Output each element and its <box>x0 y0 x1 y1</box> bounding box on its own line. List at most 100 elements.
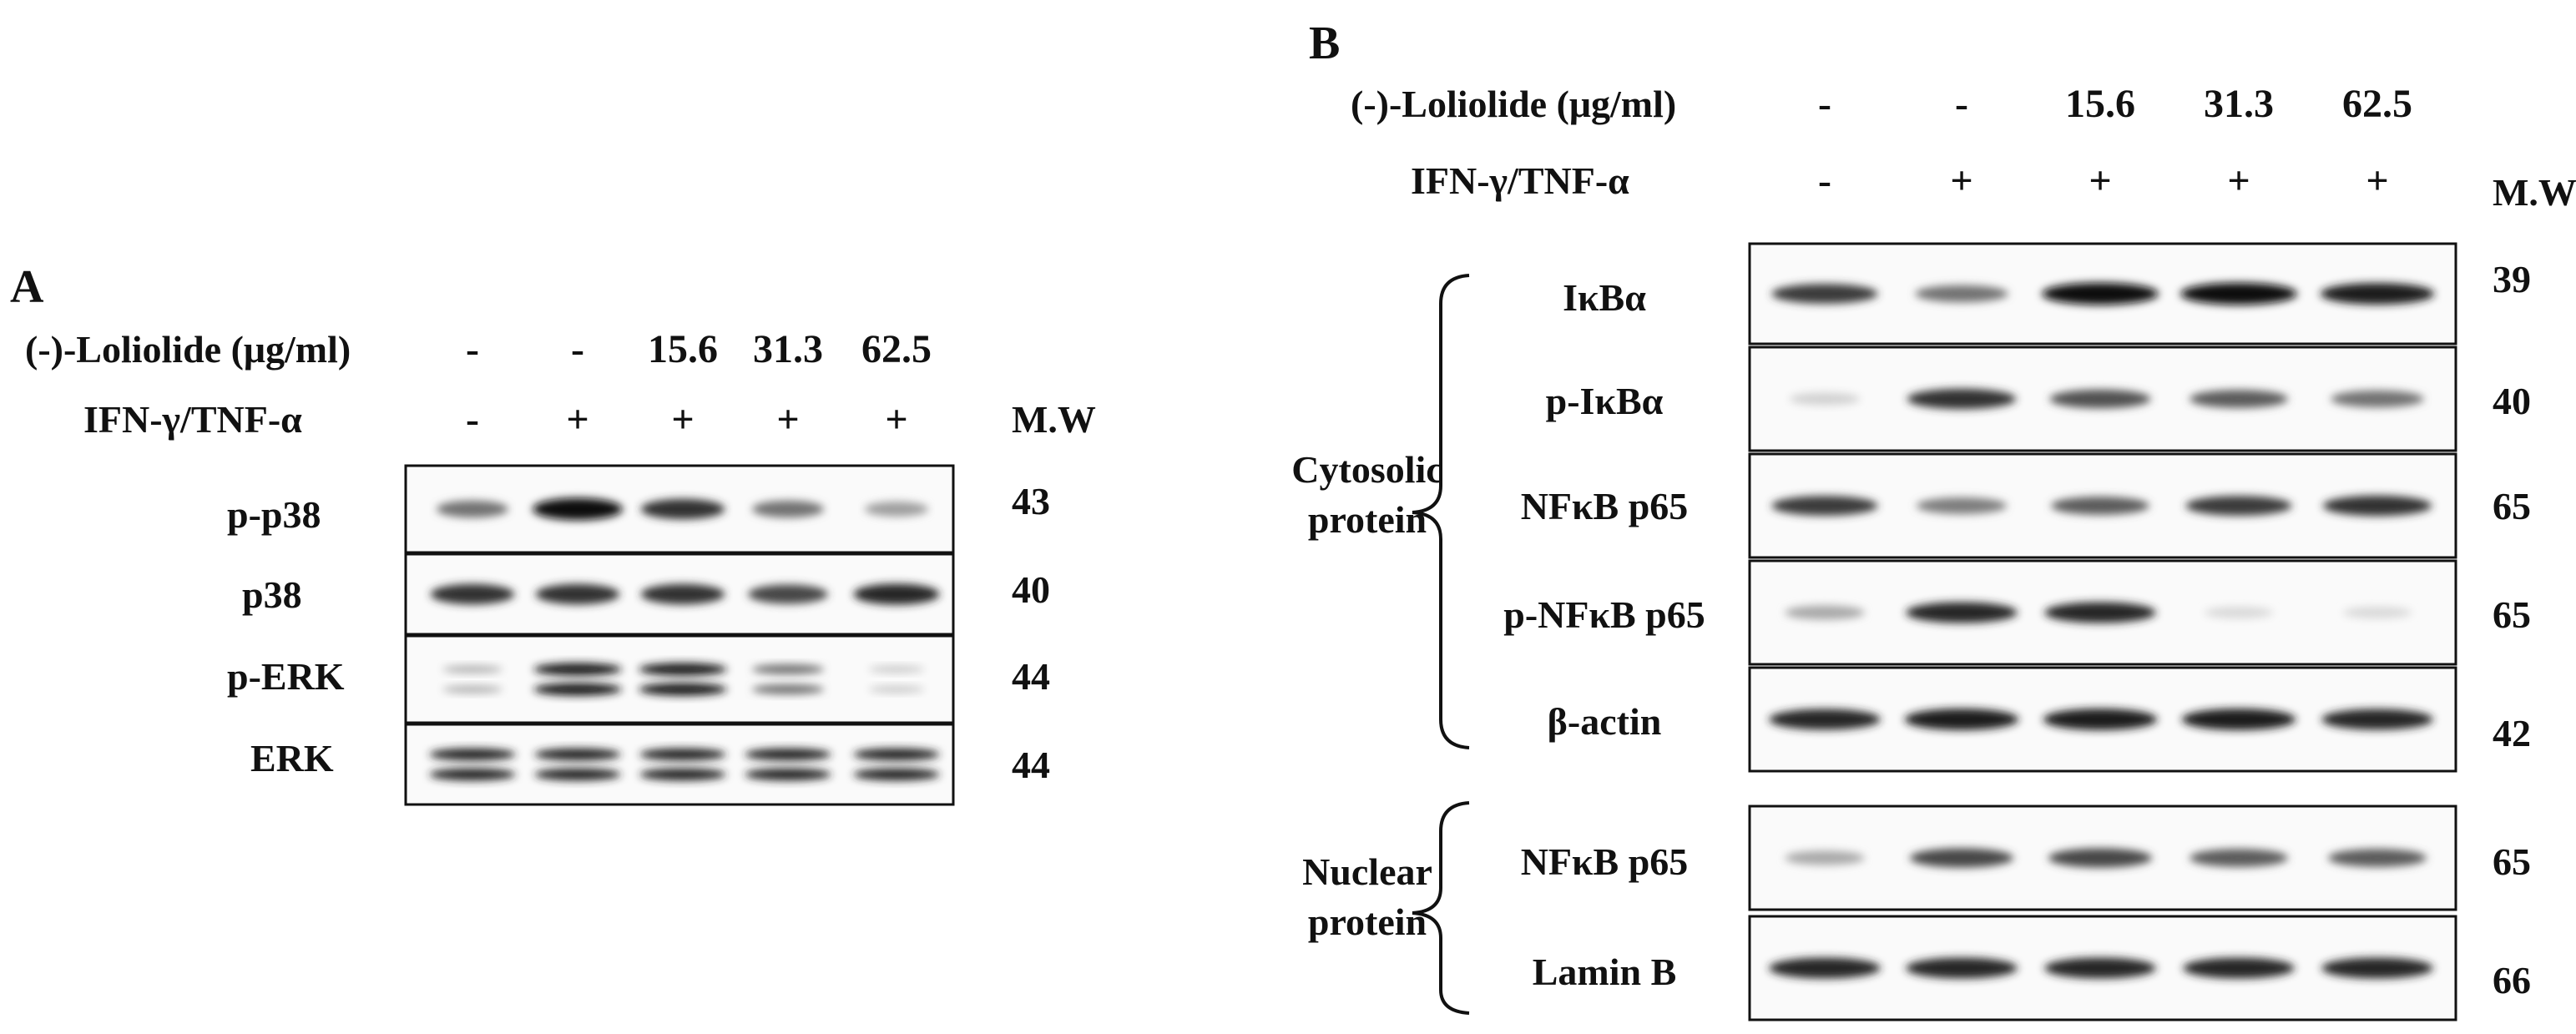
blot-band <box>1785 850 1865 865</box>
blot-band <box>534 748 621 761</box>
blot-band <box>745 748 831 761</box>
blot-label: NFκB p65 <box>1521 840 1689 883</box>
blot-band <box>1906 957 2018 979</box>
blot-band <box>533 663 622 676</box>
blot-lanes <box>429 748 940 781</box>
blot-label: p-p38 <box>227 493 321 536</box>
panel-b-stimulus-sign: + <box>2366 159 2388 203</box>
blot-band <box>535 583 620 605</box>
panel-b: B (-)-Loliolide (μg/ml) IFN-γ/TNF-α M.W … <box>1291 18 2576 1021</box>
blot-lanes <box>1771 495 2432 517</box>
group-label: protein <box>1308 498 1427 541</box>
blot-band <box>2043 709 2158 730</box>
blot-band <box>1906 602 2018 623</box>
panel-a-stimulus-sign: + <box>671 397 694 441</box>
blot-band <box>853 583 940 605</box>
blot-lanes <box>1789 388 2424 410</box>
blot-lanes <box>1769 957 2433 979</box>
panel-a-stimulus-label: IFN-γ/TNF-α <box>83 398 302 441</box>
blot-label: Lamin B <box>1533 951 1677 993</box>
panel-b-dose: 62.5 <box>2342 82 2412 126</box>
panel-b-dose: - <box>1818 82 1831 126</box>
blot-band <box>868 685 925 694</box>
panel-a: A (-)-Loliolide (μg/ml) IFN-γ/TNF-α M.W … <box>10 261 1096 806</box>
panel-b-dose: 15.6 <box>2065 82 2135 126</box>
panel-a-stimulus-row: - + + + + <box>466 397 908 441</box>
blot-label: ERK <box>250 737 334 779</box>
panel-a-letter: A <box>10 261 44 313</box>
blot-mw: 40 <box>2493 380 2531 422</box>
panel-b-dose: 31.3 <box>2204 82 2274 126</box>
blot-band <box>853 768 940 781</box>
panel-b-blot-row: p-IκBα 40 <box>1546 346 2531 452</box>
panel-a-blot-row: ERK 44 <box>250 723 1050 806</box>
blot-frame <box>404 723 955 806</box>
blot-label: IκBα <box>1563 276 1646 319</box>
panel-a-treatment-label: (-)-Loliolide (μg/ml) <box>25 328 351 371</box>
blot-mw: 44 <box>1012 655 1050 698</box>
blot-band <box>2331 390 2424 408</box>
blot-label: p-NFκB p65 <box>1503 593 1705 636</box>
blot-band <box>1771 284 1878 304</box>
panel-a-stimulus-sign: + <box>885 397 907 441</box>
blot-mw: 40 <box>1012 568 1050 611</box>
group-label: Cytosolic <box>1291 448 1442 491</box>
blot-band <box>2048 848 2153 868</box>
blot-band <box>745 768 831 781</box>
blot-lanes <box>436 497 929 521</box>
cytosolic-bracket <box>1412 274 1470 749</box>
panel-b-mw-header: M.W <box>2493 171 2576 214</box>
panel-b-blot-row: NFκB p65 65 <box>1521 452 2531 559</box>
blot-band <box>2180 282 2297 305</box>
panel-a-dose: 62.5 <box>861 327 932 371</box>
blot-band <box>639 683 727 696</box>
blot-band <box>2181 709 2296 730</box>
blot-band <box>1904 709 2019 730</box>
blot-band <box>2321 709 2433 730</box>
blot-lanes <box>1769 709 2433 730</box>
blot-band <box>1916 497 2008 514</box>
blot-mw: 43 <box>1012 480 1050 522</box>
blot-band <box>2183 957 2295 979</box>
blot-mw: 39 <box>2493 258 2531 300</box>
panel-b-stimulus-sign: + <box>2089 159 2111 203</box>
blot-band <box>429 768 516 781</box>
blot-band <box>533 683 622 696</box>
blot-band <box>2190 390 2288 408</box>
panel-b-blot-row: β-actin 42 <box>1548 666 2531 773</box>
blot-label: β-actin <box>1548 700 1662 743</box>
blot-band <box>751 500 825 518</box>
blot-band <box>2185 496 2292 516</box>
panel-b-dose: - <box>1955 82 1968 126</box>
blot-mw: 44 <box>1012 744 1050 786</box>
panel-a-stimulus-sign: + <box>566 397 588 441</box>
blot-lanes <box>1771 282 2435 305</box>
blot-band <box>639 748 726 761</box>
panel-b-stimulus-sign: + <box>1950 159 1972 203</box>
blot-band <box>1909 848 2014 868</box>
panel-a-blot-row: p-p38 43 <box>227 464 1050 554</box>
blot-mw: 66 <box>2493 959 2531 1001</box>
blot-band <box>1915 285 2008 303</box>
blot-lanes <box>430 583 940 605</box>
group-label: Nuclear <box>1302 850 1432 893</box>
panel-b-stimulus-sign: + <box>2227 159 2250 203</box>
panel-b-letter: B <box>1309 18 1340 69</box>
panel-b-dose-row: - - 15.6 31.3 62.5 <box>1818 82 2412 126</box>
panel-b-treatment-label: (-)-Loliolide (μg/ml) <box>1351 83 1676 125</box>
blot-band <box>2049 389 2151 409</box>
blot-band <box>2320 283 2435 305</box>
blot-band <box>2051 497 2149 515</box>
blot-band <box>442 665 503 673</box>
blot-band <box>868 665 925 673</box>
blot-band <box>853 748 940 761</box>
blot-band <box>2044 957 2156 979</box>
blot-label: p-IκBα <box>1546 380 1664 422</box>
blot-label: p38 <box>242 573 302 616</box>
blot-band <box>2190 849 2288 867</box>
blot-mw: 65 <box>2493 593 2531 636</box>
panel-a-dose-row: - - 15.6 31.3 62.5 <box>466 327 932 371</box>
blot-band <box>429 748 516 761</box>
panel-b-stimulus-sign: - <box>1818 159 1831 203</box>
